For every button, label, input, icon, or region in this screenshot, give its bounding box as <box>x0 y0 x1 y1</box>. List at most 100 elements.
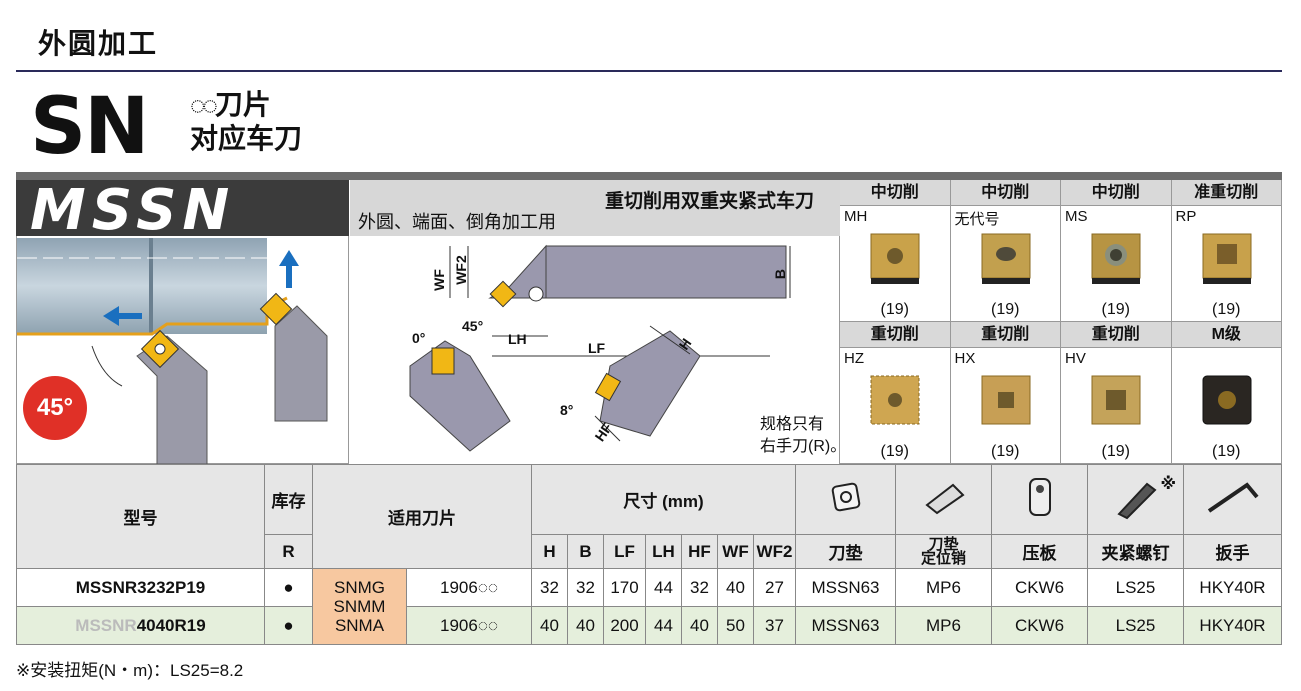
logo-line1: 刀片 <box>214 89 271 120</box>
insert-grid: 中切削 MH (19) 中切削 无代号 (19) 中切削 MS (19) 准重切… <box>840 180 1282 464</box>
insert-image <box>981 375 1030 425</box>
insert-category: 中切削 <box>840 180 950 206</box>
insert-size: (19) <box>1101 443 1130 460</box>
insert-code: MH <box>844 208 868 225</box>
insert-category: 中切削 <box>950 180 1060 206</box>
description-title: 重切削用双重夹紧式车刀 <box>605 191 815 212</box>
dim-cell: 170 <box>603 568 646 607</box>
insert-size: (19) <box>991 301 1020 318</box>
insert-type: SNMA <box>334 616 385 635</box>
insert-size: (19) <box>1212 301 1241 318</box>
angle-badge: 45° <box>23 376 87 440</box>
insert-code: HX <box>954 350 976 367</box>
logo-subtitle: ◌◌刀片 对应车刀 <box>190 88 302 155</box>
insert-image <box>1202 375 1251 425</box>
shim-icon <box>795 464 896 535</box>
insert-category: M级 <box>1171 322 1281 348</box>
col-wf: WF <box>717 534 754 569</box>
insert-type: SNMG <box>334 578 385 597</box>
dim-cell: 40 <box>717 568 754 607</box>
insert-size: (19) <box>880 443 909 460</box>
insert-category: 重切削 <box>950 322 1060 348</box>
insert-image <box>1091 375 1141 425</box>
model-suffix: 4040R19 <box>136 615 206 635</box>
dim-wf2: WF2 <box>452 255 469 285</box>
model-prefix: MSSNR <box>75 615 137 635</box>
insert-cell: 重切削 HV (19) <box>1061 322 1172 464</box>
part-cell: CKW6 <box>991 606 1088 645</box>
logo-sn: SN <box>30 82 149 172</box>
dim-cell: 40 <box>531 606 568 645</box>
insert-size: (19) <box>991 443 1020 460</box>
dim-b: B <box>772 268 789 280</box>
spec-note-line2: 右手刀(R)。 <box>760 438 847 455</box>
screw-icon: ※ <box>1087 464 1184 535</box>
insert-image <box>870 375 920 425</box>
footnote: ※安装扭矩(N・m)：LS25=8.2 <box>16 661 244 680</box>
col-inserts: 适用刀片 <box>312 464 532 569</box>
workpiece-illustration <box>16 236 349 465</box>
note-mark: ※ <box>1160 476 1177 493</box>
dim-cell: 200 <box>603 606 646 645</box>
part-cell: MP6 <box>895 568 992 607</box>
section-title: 外圆加工 <box>38 28 159 59</box>
spec-note-line1: 规格只有 <box>760 416 825 433</box>
col-wrench: 扳手 <box>1183 534 1282 569</box>
dim-angle-0: 0° <box>412 330 426 346</box>
insert-image <box>981 233 1030 284</box>
series-name: MSSN <box>30 178 236 243</box>
spec-table: 型号 库存 适用刀片 尺寸 (mm) ※ R H B LF LH HF WF W… <box>16 464 1282 645</box>
dim-cell: 40 <box>681 606 718 645</box>
insert-cell: 重切削 HX (19) <box>950 322 1061 464</box>
insert-code: 无代号 <box>954 211 1000 228</box>
part-cell: MSSN63 <box>795 568 896 607</box>
insert-code: HZ <box>844 350 864 367</box>
dim-cell: 37 <box>753 606 796 645</box>
table-row: MSSNR3232P19 ● SNMG SNMM SNMA 1906◌◌ 32 … <box>16 568 1282 645</box>
col-screw: 夹紧螺钉 <box>1087 534 1184 569</box>
insert-code: HV <box>1065 350 1086 367</box>
dim-cell: 40 <box>567 606 604 645</box>
insert-cell: 中切削 MH (19) <box>840 180 951 322</box>
insert-cell: 准重切削 RP (19) <box>1171 180 1282 322</box>
description-box <box>350 180 840 236</box>
logo-line2: 对应车刀 <box>190 123 303 154</box>
col-model: 型号 <box>16 464 265 569</box>
insert-image <box>1202 233 1251 284</box>
dim-cell: 50 <box>717 606 754 645</box>
dim-cell: 27 <box>753 568 796 607</box>
model-cell: MSSNR4040R19 <box>16 606 265 645</box>
dim-lh: LH <box>508 331 527 347</box>
part-cell: LS25 <box>1087 568 1184 607</box>
dim-angle-45: 45° <box>462 318 484 334</box>
dim-cell: 44 <box>645 606 682 645</box>
stock-cell: ● <box>264 606 313 645</box>
insert-category: 中切削 <box>1061 180 1171 206</box>
insert-image <box>1091 233 1141 284</box>
insert-cell: M级 (19) <box>1171 322 1282 464</box>
col-stock: 库存 <box>264 464 313 535</box>
stock-cell: ● <box>264 568 313 607</box>
clamp-icon <box>991 464 1088 535</box>
col-lh: LH <box>645 534 682 569</box>
insert-size: (19) <box>1212 443 1241 460</box>
insert-cell: 重切削 HZ (19) <box>840 322 951 464</box>
model-cell: MSSNR3232P19 <box>16 568 265 607</box>
col-hf: HF <box>681 534 718 569</box>
series-box <box>16 180 349 236</box>
dim-wf: WF <box>430 269 447 291</box>
dim-lf: LF <box>588 340 606 356</box>
part-cell: HKY40R <box>1183 606 1282 645</box>
col-clamp: 压板 <box>991 534 1088 569</box>
wrench-icon <box>1183 464 1282 535</box>
part-cell: CKW6 <box>991 568 1088 607</box>
col-stock-r: R <box>264 534 313 569</box>
dim-cell: 32 <box>531 568 568 607</box>
insert-types-cell: SNMG SNMM SNMA <box>312 568 407 645</box>
dim-angle-8: 8° <box>560 402 574 418</box>
description-text: 外圆、端面、倒角加工用 <box>358 212 556 232</box>
table-row: MSSNR4040R19 ● 1906◌◌ 40 40 200 44 40 50… <box>16 606 1282 645</box>
part-cell: LS25 <box>1087 606 1184 645</box>
header-bar <box>16 172 1282 180</box>
dim-cell: 44 <box>645 568 682 607</box>
